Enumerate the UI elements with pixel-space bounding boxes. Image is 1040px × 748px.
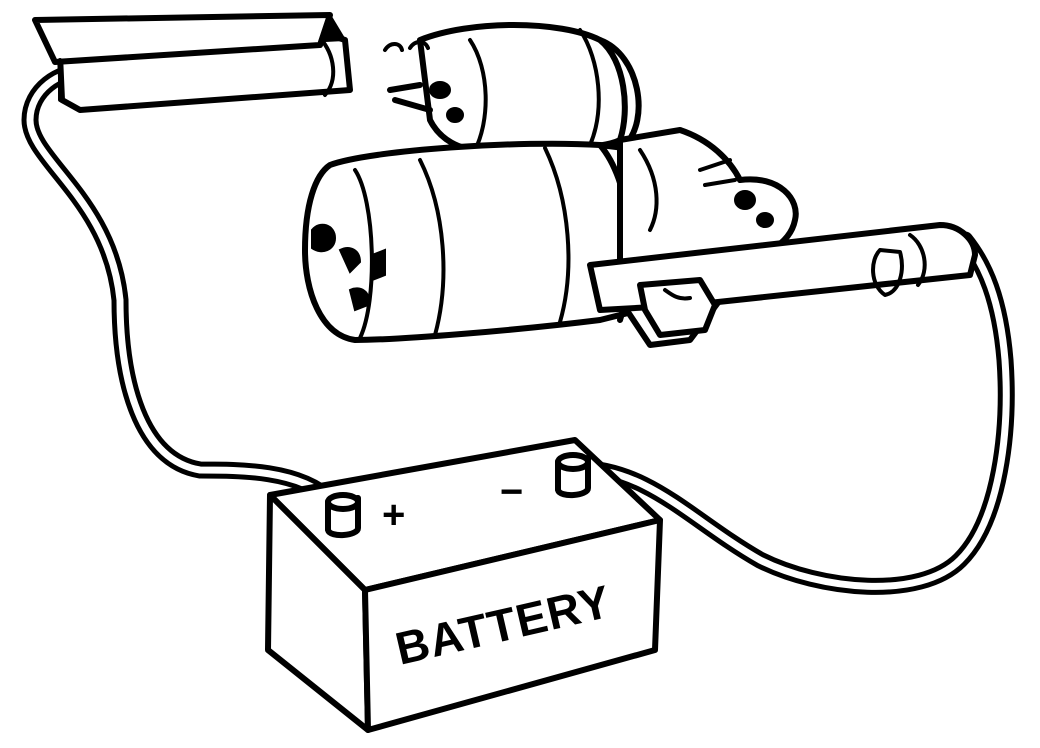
positive-symbol: + [382,493,406,537]
starter-motor-body [302,140,658,343]
negative-symbol: − [500,470,524,514]
positive-cable [21,63,339,509]
positive-terminal [325,492,361,538]
upper-jumper-clamp [32,12,353,113]
negative-terminal [555,452,591,498]
negative-cable [569,231,1015,595]
lower-jumper-clamp [587,222,978,338]
starter-solenoid [383,22,642,153]
battery: + − BATTERY [265,437,663,733]
battery-front [362,517,663,733]
